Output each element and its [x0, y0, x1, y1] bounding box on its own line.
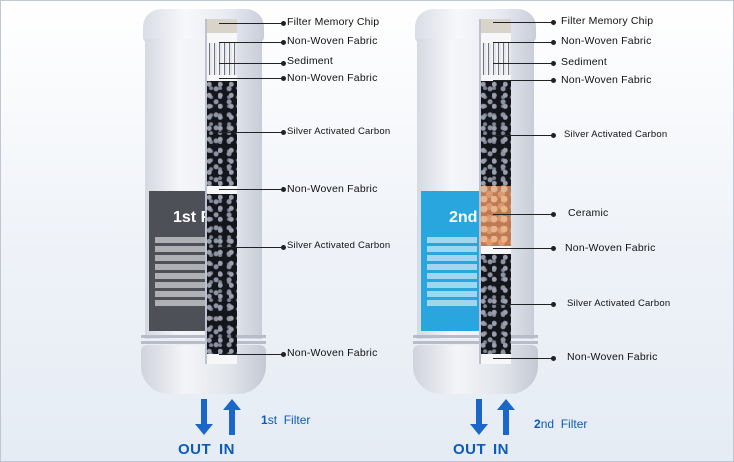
callout-label-non-woven-fabric: Non-Woven Fabric	[567, 351, 658, 363]
cartridge-base	[413, 345, 538, 394]
filter-name-1: 1st Filter	[261, 413, 310, 427]
arrow-up-icon	[223, 399, 241, 435]
cartridge-base	[141, 345, 266, 394]
callout-label-silver-activated-carbon: Silver Activated Carbon	[287, 240, 391, 251]
callout-label-non-woven-fabric: Non-Woven Fabric	[287, 183, 378, 195]
callout-line	[493, 20, 556, 25]
product-label: 2nd	[421, 191, 483, 331]
cross-section-cutaway	[479, 19, 511, 364]
layer-non-woven-fabric	[481, 246, 511, 254]
callout-line	[219, 187, 286, 192]
layer-non-woven-fabric	[481, 33, 511, 43]
layer-non-woven-fabric	[207, 186, 237, 194]
callout-line	[219, 21, 286, 26]
filter-ordinal: 2	[534, 417, 541, 431]
layer-silver-activated-carbon	[207, 81, 237, 186]
callout-line	[219, 40, 286, 45]
flow-label-out: OUT	[453, 441, 487, 458]
filter-cartridge-1: 1st F	[141, 9, 266, 394]
cartridge-top-cap	[415, 9, 536, 43]
filter-ordinal-suffix: nd	[540, 417, 555, 431]
product-label: 1st F	[149, 191, 211, 331]
cartridge-ring	[141, 341, 266, 344]
callout-line	[219, 130, 286, 135]
flow-label-in: IN	[493, 441, 509, 458]
filter-name-2: 2nd Filter	[534, 417, 587, 431]
callout-label-ceramic: Ceramic	[568, 207, 609, 219]
callout-label-silver-activated-carbon: Silver Activated Carbon	[287, 126, 391, 137]
callout-label-sediment: Sediment	[561, 56, 607, 68]
callout-label-non-woven-fabric: Non-Woven Fabric	[561, 74, 652, 86]
layer-sediment	[207, 43, 237, 75]
callout-line	[493, 212, 556, 217]
layer-non-woven-fabric	[207, 354, 237, 364]
flow-label-out: OUT	[178, 441, 212, 458]
layer-non-woven-fabric	[207, 33, 237, 43]
callout-label-non-woven-fabric: Non-Woven Fabric	[565, 242, 656, 254]
filter-word: Filter	[560, 417, 588, 431]
callout-line	[493, 302, 556, 307]
layer-silver-activated-carbon	[481, 81, 511, 186]
callout-line	[219, 245, 286, 250]
arrow-down-icon	[195, 399, 213, 435]
filter-cartridge-2: 2nd	[413, 9, 538, 394]
cartridge-ring	[413, 335, 538, 338]
cartridge-top-cap	[143, 9, 264, 43]
callout-label-silver-activated-carbon: Silver Activated Carbon	[567, 298, 671, 309]
callout-line	[219, 76, 286, 81]
callout-label-non-woven-fabric: Non-Woven Fabric	[561, 35, 652, 47]
layer-non-woven-fabric	[481, 75, 511, 81]
callout-label-non-woven-fabric: Non-Woven Fabric	[287, 72, 378, 84]
callout-line	[493, 40, 556, 45]
callout-label-filter-memory-chip: Filter Memory Chip	[287, 16, 380, 28]
filter-ordinal: 1	[261, 413, 268, 427]
callout-line	[493, 133, 556, 138]
callout-line	[219, 352, 286, 357]
callout-label-non-woven-fabric: Non-Woven Fabric	[287, 347, 378, 359]
cartridge-ring	[141, 335, 266, 338]
layer-ceramic	[481, 186, 511, 246]
arrow-down-icon	[470, 399, 488, 435]
callout-label-sediment: Sediment	[287, 55, 333, 67]
callout-line	[493, 356, 556, 361]
callout-line	[493, 78, 556, 83]
callout-line	[219, 61, 286, 66]
layer-silver-activated-carbon	[207, 194, 237, 354]
layer-non-woven-fabric	[481, 354, 511, 364]
product-label-title: 1st F	[173, 209, 211, 226]
callout-label-silver-activated-carbon: Silver Activated Carbon	[564, 129, 668, 140]
filter-word: Filter	[283, 413, 311, 427]
product-label-title: 2nd	[449, 209, 478, 226]
cartridge-ring	[413, 341, 538, 344]
filter-ordinal-suffix: st	[267, 413, 278, 427]
layer-filter-memory-chip	[207, 19, 237, 34]
cross-section-cutaway	[205, 19, 237, 364]
callout-line	[493, 246, 556, 251]
callout-line	[493, 61, 556, 66]
arrow-up-icon	[497, 399, 515, 435]
callout-label-filter-memory-chip: Filter Memory Chip	[561, 15, 654, 27]
layer-sediment	[481, 43, 511, 75]
callout-label-non-woven-fabric: Non-Woven Fabric	[287, 35, 378, 47]
flow-label-in: IN	[219, 441, 235, 458]
